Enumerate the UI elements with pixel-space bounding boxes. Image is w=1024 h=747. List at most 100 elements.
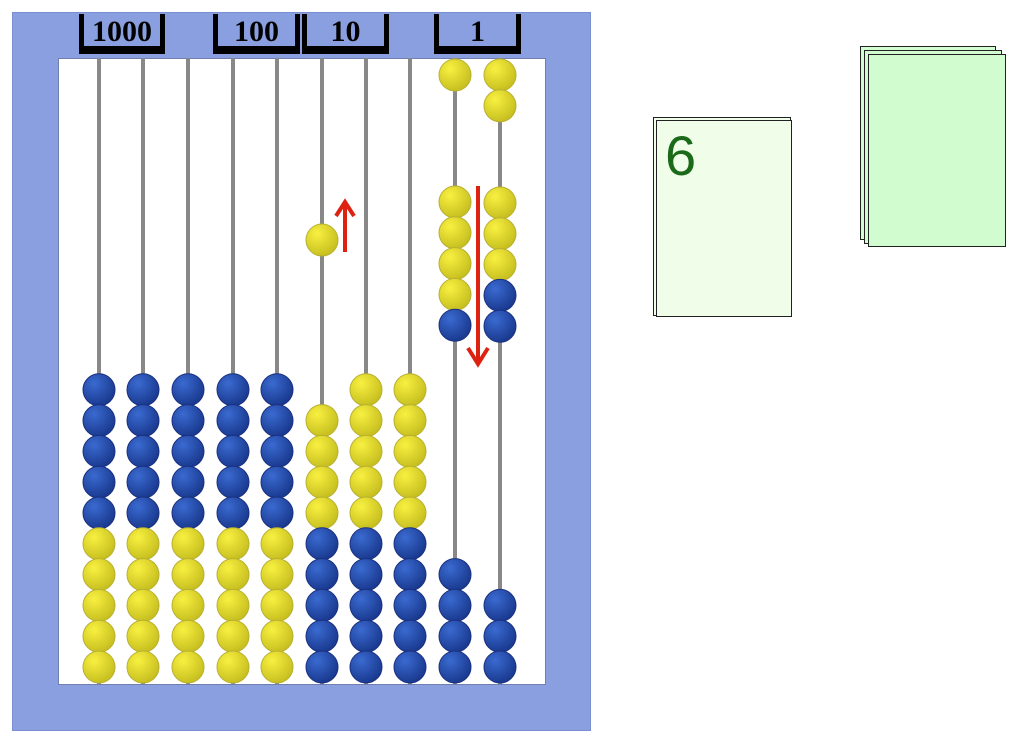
blue-bead[interactable] <box>171 465 205 499</box>
blue-bead[interactable] <box>216 434 250 468</box>
blue-bead[interactable] <box>82 465 116 499</box>
yellow-bead[interactable] <box>483 186 517 220</box>
yellow-bead[interactable] <box>171 588 205 622</box>
yellow-bead[interactable] <box>305 223 339 257</box>
blue-bead[interactable] <box>349 558 383 592</box>
yellow-bead[interactable] <box>483 217 517 251</box>
blue-bead[interactable] <box>82 404 116 438</box>
blue-bead[interactable] <box>393 619 427 653</box>
blue-bead[interactable] <box>82 373 116 407</box>
blue-bead[interactable] <box>305 619 339 653</box>
blue-bead[interactable] <box>483 588 517 622</box>
blue-bead[interactable] <box>82 434 116 468</box>
blue-bead[interactable] <box>260 496 294 530</box>
blue-bead[interactable] <box>393 588 427 622</box>
yellow-bead[interactable] <box>393 496 427 530</box>
yellow-bead[interactable] <box>126 558 160 592</box>
blue-bead[interactable] <box>483 650 517 684</box>
blue-bead[interactable] <box>349 588 383 622</box>
yellow-bead[interactable] <box>171 619 205 653</box>
blue-bead[interactable] <box>171 373 205 407</box>
yellow-bead[interactable] <box>438 247 472 281</box>
yellow-bead[interactable] <box>82 650 116 684</box>
yellow-bead[interactable] <box>438 216 472 250</box>
yellow-bead[interactable] <box>82 619 116 653</box>
yellow-bead[interactable] <box>349 434 383 468</box>
blue-bead[interactable] <box>216 404 250 438</box>
number-card[interactable]: 6 <box>656 120 792 317</box>
blue-bead[interactable] <box>82 496 116 530</box>
yellow-bead[interactable] <box>438 185 472 219</box>
yellow-bead[interactable] <box>82 558 116 592</box>
blue-bead[interactable] <box>438 588 472 622</box>
blue-bead[interactable] <box>126 434 160 468</box>
yellow-bead[interactable] <box>260 588 294 622</box>
blue-bead[interactable] <box>305 558 339 592</box>
yellow-bead[interactable] <box>349 465 383 499</box>
yellow-bead[interactable] <box>349 373 383 407</box>
yellow-bead[interactable] <box>216 588 250 622</box>
card-stack-top[interactable] <box>868 54 1006 247</box>
blue-bead[interactable] <box>483 309 517 343</box>
blue-bead[interactable] <box>260 465 294 499</box>
blue-bead[interactable] <box>216 496 250 530</box>
blue-bead[interactable] <box>438 558 472 592</box>
blue-bead[interactable] <box>349 650 383 684</box>
yellow-bead[interactable] <box>126 588 160 622</box>
yellow-bead[interactable] <box>305 465 339 499</box>
blue-bead[interactable] <box>483 619 517 653</box>
blue-bead[interactable] <box>305 650 339 684</box>
blue-bead[interactable] <box>126 404 160 438</box>
yellow-bead[interactable] <box>483 58 517 92</box>
blue-bead[interactable] <box>438 619 472 653</box>
blue-bead[interactable] <box>393 650 427 684</box>
blue-bead[interactable] <box>216 373 250 407</box>
yellow-bead[interactable] <box>171 558 205 592</box>
blue-bead[interactable] <box>126 496 160 530</box>
blue-bead[interactable] <box>171 404 205 438</box>
yellow-bead[interactable] <box>438 58 472 92</box>
blue-bead[interactable] <box>483 278 517 312</box>
yellow-bead[interactable] <box>260 619 294 653</box>
yellow-bead[interactable] <box>305 404 339 438</box>
yellow-bead[interactable] <box>216 558 250 592</box>
yellow-bead[interactable] <box>393 465 427 499</box>
blue-bead[interactable] <box>393 558 427 592</box>
yellow-bead[interactable] <box>393 373 427 407</box>
blue-bead[interactable] <box>171 496 205 530</box>
blue-bead[interactable] <box>305 588 339 622</box>
yellow-bead[interactable] <box>171 527 205 561</box>
blue-bead[interactable] <box>171 434 205 468</box>
yellow-bead[interactable] <box>438 277 472 311</box>
yellow-bead[interactable] <box>349 404 383 438</box>
yellow-bead[interactable] <box>82 588 116 622</box>
yellow-bead[interactable] <box>82 527 116 561</box>
yellow-bead[interactable] <box>216 527 250 561</box>
yellow-bead[interactable] <box>126 527 160 561</box>
blue-bead[interactable] <box>438 650 472 684</box>
blue-bead[interactable] <box>260 404 294 438</box>
blue-bead[interactable] <box>260 373 294 407</box>
blue-bead[interactable] <box>260 434 294 468</box>
blue-bead[interactable] <box>438 308 472 342</box>
blue-bead[interactable] <box>126 373 160 407</box>
yellow-bead[interactable] <box>483 89 517 123</box>
yellow-bead[interactable] <box>305 496 339 530</box>
yellow-bead[interactable] <box>393 434 427 468</box>
blue-bead[interactable] <box>126 465 160 499</box>
yellow-bead[interactable] <box>260 650 294 684</box>
yellow-bead[interactable] <box>216 619 250 653</box>
blue-bead[interactable] <box>305 527 339 561</box>
yellow-bead[interactable] <box>349 496 383 530</box>
yellow-bead[interactable] <box>126 619 160 653</box>
yellow-bead[interactable] <box>260 527 294 561</box>
yellow-bead[interactable] <box>483 248 517 282</box>
blue-bead[interactable] <box>349 527 383 561</box>
yellow-bead[interactable] <box>171 650 205 684</box>
yellow-bead[interactable] <box>305 434 339 468</box>
yellow-bead[interactable] <box>393 404 427 438</box>
yellow-bead[interactable] <box>126 650 160 684</box>
yellow-bead[interactable] <box>260 558 294 592</box>
blue-bead[interactable] <box>349 619 383 653</box>
blue-bead[interactable] <box>393 527 427 561</box>
